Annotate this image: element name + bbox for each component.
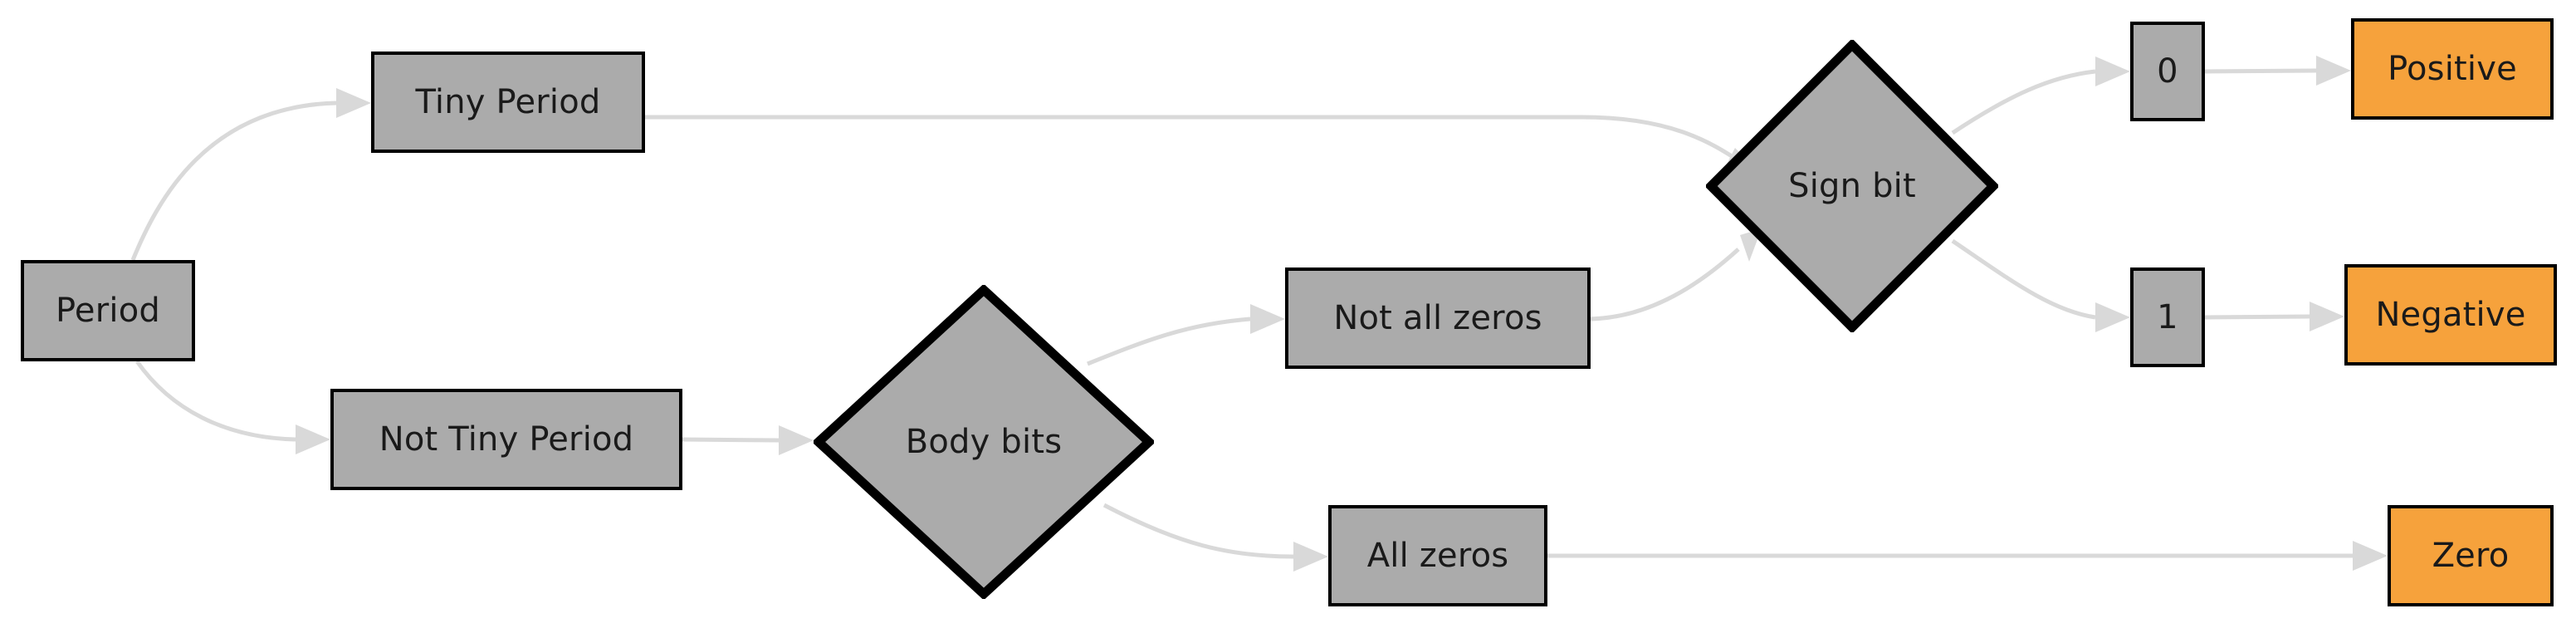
- edge-tiny-period-to-sign-bit: [645, 115, 1765, 179]
- node-zero[interactable]: Zero: [2388, 505, 2554, 606]
- edge-period-to-tiny-period: [130, 88, 371, 261]
- node-body-bits-label: Body bits: [905, 423, 1063, 461]
- node-bit-1-label: 1: [2157, 298, 2178, 336]
- node-not-all-zeros[interactable]: Not all zeros: [1285, 267, 1591, 369]
- node-period-label: Period: [56, 292, 160, 330]
- node-bit-1[interactable]: 1: [2130, 267, 2205, 367]
- node-bit-0-label: 0: [2157, 52, 2178, 91]
- diamond-shape-body-bits: [814, 285, 1154, 599]
- node-sign-bit-label: Sign bit: [1788, 167, 1916, 205]
- node-positive[interactable]: Positive: [2351, 18, 2554, 120]
- node-bit-0[interactable]: 0: [2130, 22, 2205, 121]
- edge-bit-0-to-positive: [2204, 56, 2351, 86]
- node-not-tiny-period[interactable]: Not Tiny Period: [330, 389, 682, 490]
- node-body-bits[interactable]: Body bits: [814, 285, 1154, 599]
- edge-bit-1-to-negative: [2204, 302, 2344, 331]
- node-negative[interactable]: Negative: [2344, 264, 2557, 366]
- node-not-all-zeros-label: Not all zeros: [1333, 299, 1542, 337]
- node-sign-bit[interactable]: Sign bit: [1706, 40, 1998, 332]
- node-negative-label: Negative: [2375, 296, 2526, 334]
- diamond-shape-sign-bit: [1706, 40, 1998, 332]
- edge-not-tiny-period-to-body-bits: [682, 425, 814, 455]
- node-tiny-period-label: Tiny Period: [415, 83, 601, 121]
- edge-period-to-not-tiny-period: [134, 360, 330, 454]
- edge-all-zeros-to-zero: [1547, 541, 2388, 571]
- node-all-zeros[interactable]: All zeros: [1328, 505, 1547, 606]
- node-period[interactable]: Period: [21, 260, 195, 361]
- node-not-tiny-period-label: Not Tiny Period: [379, 420, 634, 459]
- node-tiny-period[interactable]: Tiny Period: [371, 52, 645, 153]
- node-all-zeros-label: All zeros: [1366, 537, 1509, 575]
- node-zero-label: Zero: [2432, 537, 2510, 575]
- node-positive-label: Positive: [2388, 50, 2517, 88]
